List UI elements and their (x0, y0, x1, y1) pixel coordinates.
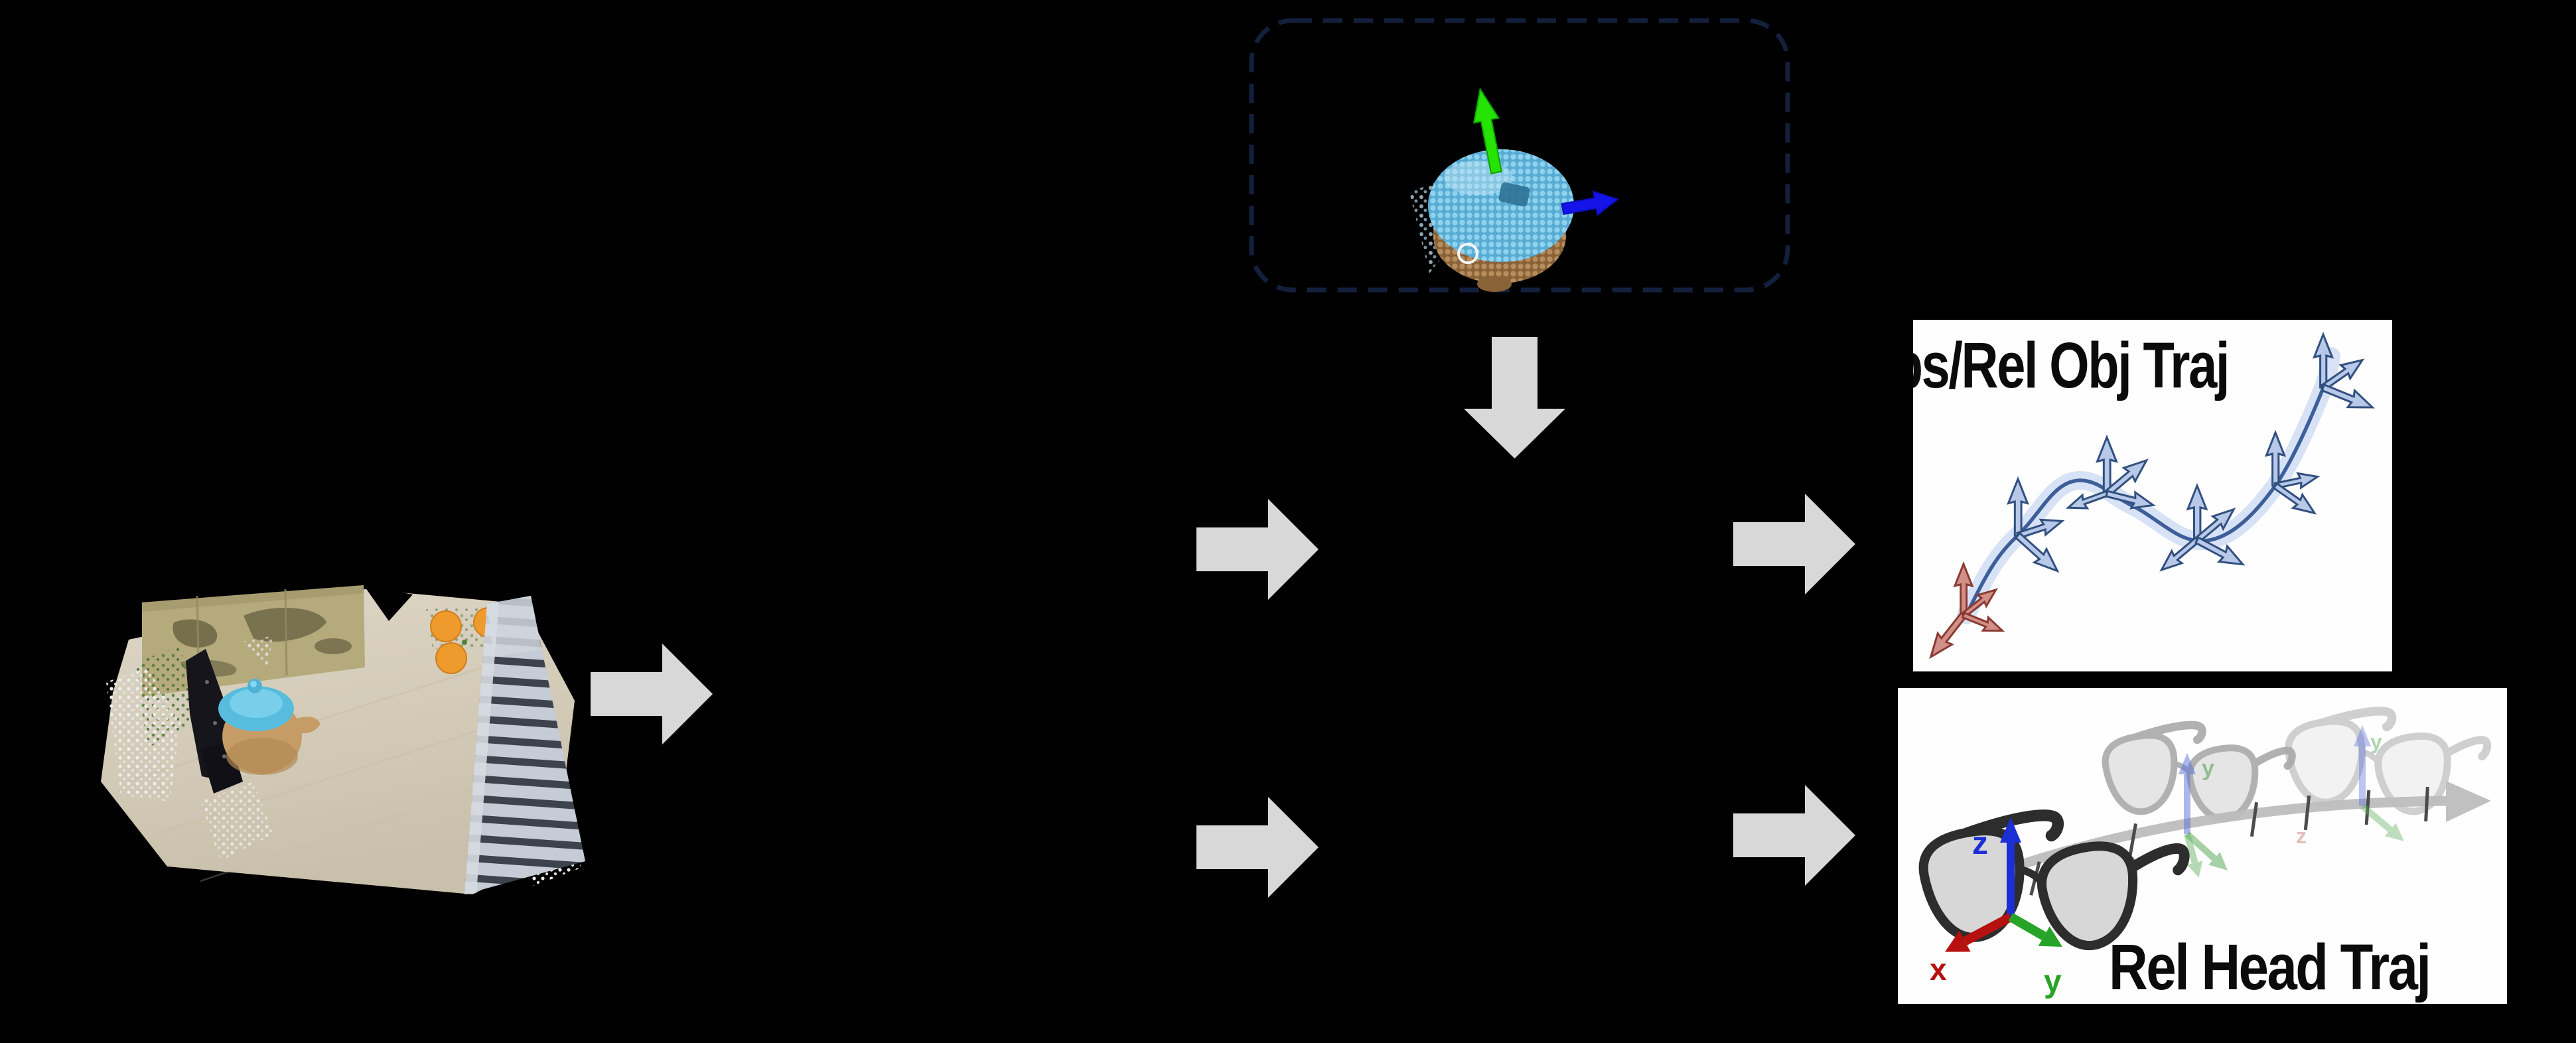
object-pointcloud-bowl (1409, 87, 1619, 292)
obj-trajectory-plot (1922, 333, 2377, 663)
head-traj-title: Rel Head Traj (2109, 931, 2431, 1003)
table-notch (364, 585, 413, 621)
ghost-label-z: z (2296, 824, 2307, 848)
ghost-axes-middle (2179, 753, 2228, 878)
metal-ramp (465, 596, 585, 894)
flow-arrow-to-headtraj (1733, 785, 1855, 886)
ghost-label-y-mid: y (2202, 756, 2214, 781)
flow-arrow-to-objtraj (1733, 494, 1855, 594)
flow-arrow-mid-upper (1196, 499, 1319, 600)
head-trajectory-plot: x y z y z x y (1898, 688, 2507, 999)
y-axis-arrow (2008, 912, 2062, 947)
flow-arrow-mid-lower (1196, 797, 1319, 898)
panel-head-trajectory: x y z y z x y Rel Head Traj (1898, 688, 2507, 1004)
z-axis-label: z (1972, 826, 1988, 861)
x-axis-label: x (1930, 952, 1947, 987)
flow-arrow-scene-to-mid (591, 644, 713, 744)
scene-pointcloud (101, 585, 585, 894)
panel-obj-trajectory: Abs/Rel Obj Traj (1913, 320, 2392, 671)
head-axes (1945, 817, 2062, 952)
bowl-blue-dome (1428, 149, 1574, 262)
ghost-axes-right (2354, 725, 2404, 841)
object-axis-blue (1561, 190, 1619, 216)
object-pointcloud-box (1249, 18, 1790, 293)
obj-traj-title: Abs/Rel Obj Traj (1913, 329, 2230, 401)
z-axis-arrow (2000, 817, 2021, 917)
object-axis-green (1472, 87, 1503, 174)
teapot (218, 679, 321, 775)
x-axis-arrow (1945, 912, 2013, 952)
grasp-marker (1457, 243, 1478, 264)
y-axis-label: y (2044, 964, 2062, 999)
flow-arrow-down-from-objbox (1464, 337, 1565, 458)
ghost-label-y-right: y (2370, 730, 2382, 754)
